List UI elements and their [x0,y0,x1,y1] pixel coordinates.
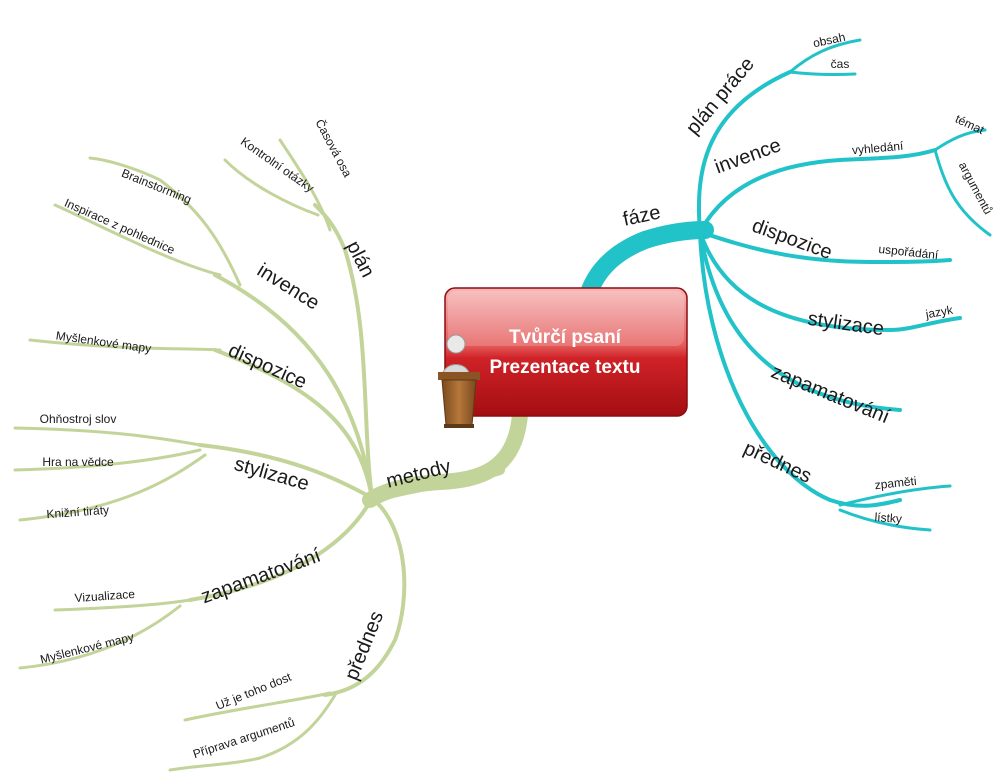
right-branches [581,38,992,532]
left-branches [13,138,528,772]
prednes-right-label: přednes [740,437,815,487]
prednes-item-priprava-argumentu: Příprava argumentů [191,715,296,761]
stylizace-item-hra-na-vedce: Hra na vědce [42,455,114,469]
plan-item-kontrolni-otazky: Kontrolní otázky [238,134,317,195]
plan-prace-branch [696,70,792,234]
dispozice-right-branch [698,230,952,264]
central-title-line2: Prezentace textu [489,357,640,378]
invence-branch [213,273,374,500]
zapamatovani-item-myslenkove-mapy: Myšlenkové mapy [39,630,136,667]
faze-label: fáze [621,201,663,230]
zapamatovani-label: zapamatování [198,544,324,608]
plan-prace-item-obsah: obsah [812,30,847,50]
zapamatovani-right-label: zapamatování [768,361,893,429]
stylizace-branch [198,443,374,500]
zapamatovani-branch [188,496,374,602]
prednes-right-branch [698,230,902,508]
central-node[interactable]: Tvůrčí psaní Prezentace textu [444,287,688,417]
stylizace-right-item-jazyk: jazyk [924,303,955,322]
stylizace-right-label: stylizace [806,308,885,340]
dispozice-item-myslenkove-mapy: Myšlenkové mapy [55,328,152,355]
stylizace-item-knizni-tiraty: Knižní tiráty [46,503,110,521]
stylizace-right-branch [698,230,962,332]
dispozice-branch [213,348,374,500]
plan-prace-item-cas: čas [831,57,850,71]
speaker-podium-icon [438,334,480,428]
invence-right-item-vyhledani: vyhledání [851,139,904,157]
plan-item-casova-osa: Časová osa [312,116,355,179]
invence-right-branch [698,148,937,234]
prednes-branch [323,496,407,697]
zapamatovani-item-vizualizace: Vizualizace [74,587,136,605]
invence-item-brainstorming: Brainstorming [120,166,194,207]
plan-branch [313,203,374,500]
left-labels: metody plán Časová osa Kontrolní otázky … [39,116,453,761]
prednes-label: přednes [341,608,388,683]
right-labels: fáze plán práce obsah čas invence vyhled… [621,30,995,526]
zapamatovani-right-branch [698,230,902,412]
faze-trunk [581,221,714,299]
central-title-line1: Tvůrčí psaní [509,327,622,348]
dispozice-label: dispozice [225,340,310,394]
invence-item-inspirace: Inspirace z pohlednice [62,196,177,257]
stylizace-item-ohnostroj: Ohňostroj slov [40,412,117,426]
dispozice-right-item-usporadani: uspořádání [878,242,940,262]
prednes-right-item-zpameti: zpaměti [874,474,917,492]
prednes-right-item-listky: lístky [874,510,902,526]
